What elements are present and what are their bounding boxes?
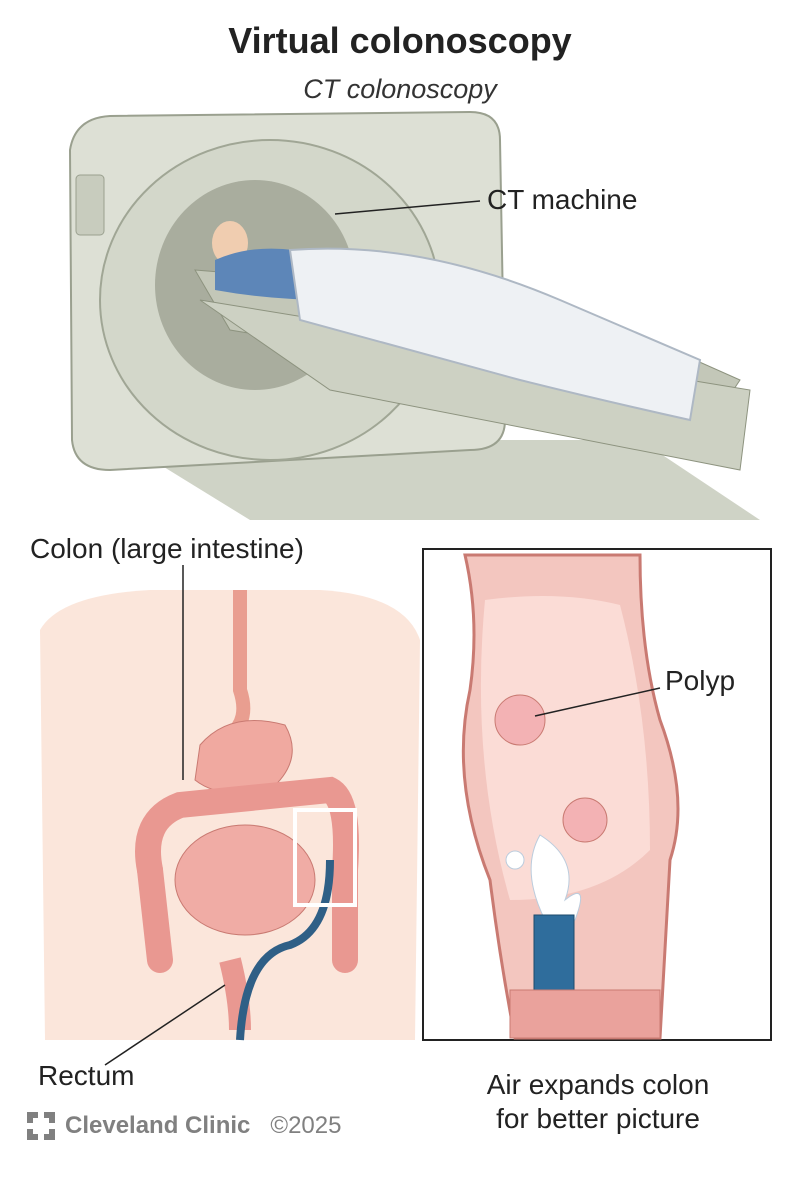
- polyp-2: [562, 797, 608, 843]
- rectum-leader: [104, 984, 226, 1066]
- torso-illustration: [40, 590, 420, 1041]
- scope-tube: [236, 859, 334, 1041]
- rectum-label: Rectum: [38, 1060, 135, 1091]
- caption-line-2: for better picture: [496, 1103, 700, 1134]
- air-puff: [530, 834, 582, 921]
- blanket: [288, 247, 702, 422]
- caption-line-1: Air expands colon: [486, 1069, 710, 1100]
- small-intestine: [174, 824, 316, 936]
- ct-machine-label: CT machine: [487, 184, 638, 215]
- ct-machine-illustration: [68, 110, 760, 520]
- polyp-leader: [534, 687, 661, 717]
- copyright: ©2025: [270, 1112, 342, 1139]
- page-title: Virtual colonoscopy: [228, 20, 572, 61]
- colon-label: Colon (large intestine): [30, 533, 304, 564]
- inset-caption: Air expands colon for better picture: [422, 1068, 774, 1136]
- page-subtitle: CT colonoscopy: [303, 74, 497, 104]
- colon-interior-illustration: [461, 553, 680, 1040]
- scope-tip: [533, 914, 575, 991]
- brand-name: Cleveland Clinic: [65, 1112, 251, 1139]
- cleveland-clinic-logo-icon: [27, 1112, 55, 1140]
- inset-marker-box: [293, 808, 357, 907]
- footer: Cleveland Clinic ©2025: [25, 1110, 341, 1142]
- colon: [135, 776, 359, 973]
- polyp-label: Polyp: [665, 665, 736, 696]
- ct-machine-leader: [334, 200, 481, 215]
- polyp-1: [494, 694, 546, 746]
